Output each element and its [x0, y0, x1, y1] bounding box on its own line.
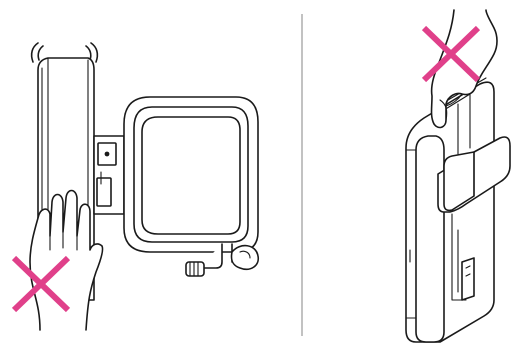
right-panel [406, 10, 510, 342]
embroidery-unit-icon [406, 78, 510, 342]
embroidery-hoop-icon [124, 97, 258, 276]
left-panel [14, 43, 258, 330]
